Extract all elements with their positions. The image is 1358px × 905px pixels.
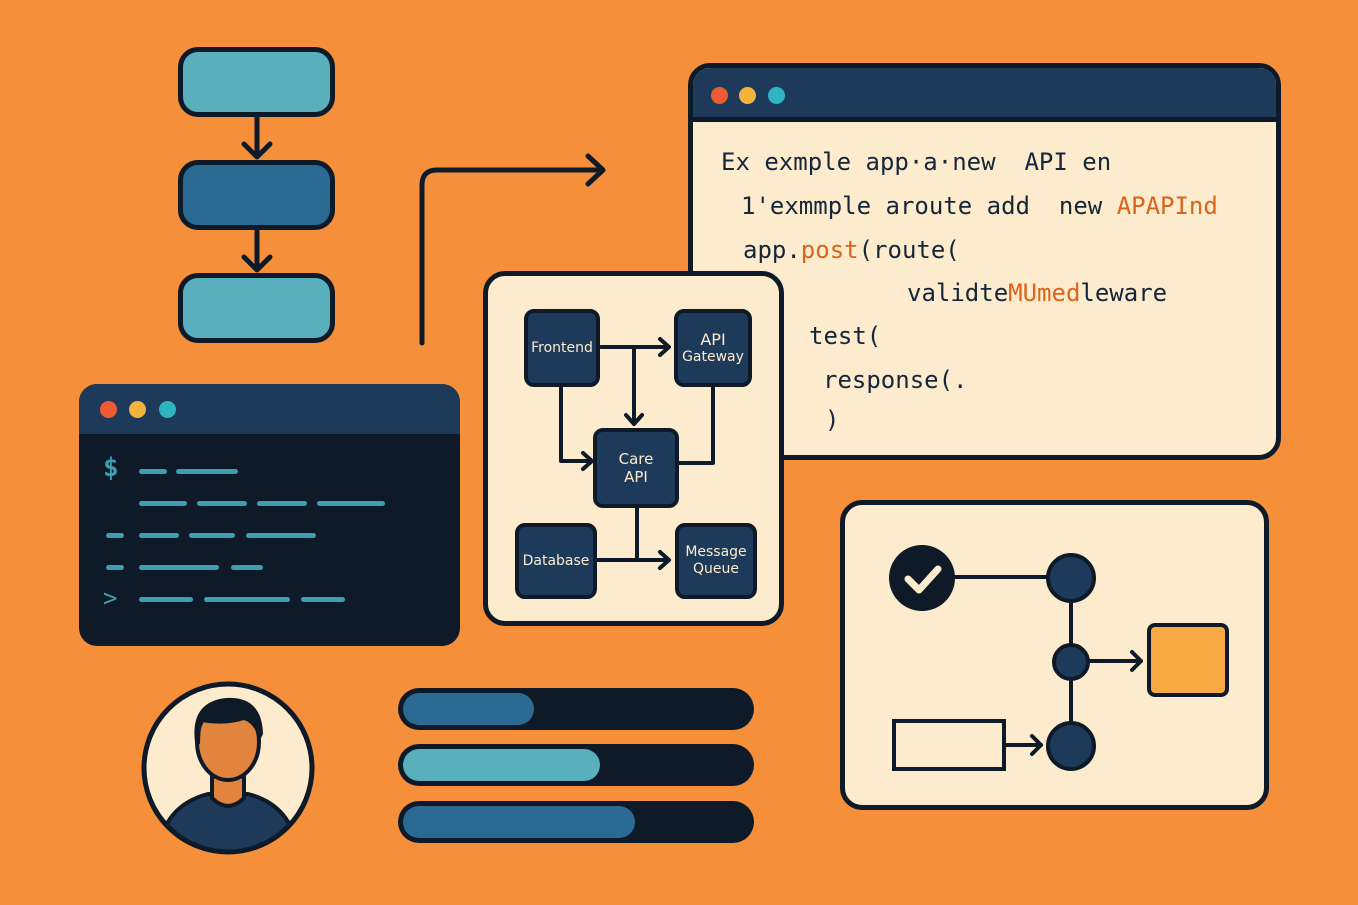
flow-step-3 (178, 273, 335, 343)
code-token: response(. (823, 366, 968, 394)
code-token: app. (743, 236, 801, 264)
code-token: validte (907, 279, 1009, 307)
code-token: Ex exmple app (721, 148, 909, 176)
terminal-text-line (139, 597, 193, 602)
code-token: MUmed (1008, 279, 1081, 307)
terminal-window: $ > (79, 384, 460, 646)
node-core-api[interactable]: Care API (593, 428, 679, 508)
minimize-dot-icon[interactable] (129, 401, 146, 418)
elbow-arrow (419, 167, 603, 346)
node-message-queue[interactable]: Message Queue (675, 523, 757, 599)
node-frontend-label: Frontend (531, 339, 593, 356)
code-line-4: validteMUmedleware (907, 279, 1167, 307)
pipeline-output-box[interactable] (1147, 623, 1229, 697)
progress-bar-2 (398, 744, 754, 786)
terminal-text-line (257, 501, 307, 506)
progress-bar-3 (398, 801, 754, 843)
pipeline-check-node[interactable] (889, 545, 955, 611)
code-token: leware (1080, 279, 1168, 307)
code-token: ·a· (908, 148, 953, 176)
elbow-arrow-head (585, 153, 606, 187)
terminal-text-line (139, 565, 219, 570)
terminal-text-line (106, 565, 124, 570)
code-token: post (800, 236, 859, 264)
pipeline-diagram (840, 500, 1269, 810)
terminal-text-line (139, 501, 187, 506)
code-line-6: response(. (823, 366, 968, 394)
checkmark-icon (904, 565, 942, 594)
maximize-dot-icon[interactable] (159, 401, 176, 418)
terminal-text-line (139, 469, 167, 474)
avatar[interactable] (140, 680, 316, 856)
code-line-1: Ex exmple app·a·new API en (721, 148, 1111, 176)
close-dot-icon[interactable] (100, 401, 117, 418)
maximize-dot-icon[interactable] (768, 87, 785, 104)
progress-fill-2 (403, 749, 600, 781)
terminal-text-line (317, 501, 385, 506)
node-api-gateway-label-line1: API (700, 330, 726, 349)
node-core-api-label-line2: API (624, 468, 648, 486)
code-line-7: ) (825, 406, 839, 434)
close-dot-icon[interactable] (711, 87, 728, 104)
code-line-2: 1'exmmple aroute add new APAPInd (741, 192, 1218, 220)
flow-step-2 (178, 160, 335, 230)
pipeline-node-top[interactable] (1046, 553, 1096, 603)
terminal-text-line (176, 469, 238, 474)
code-token: test( (809, 322, 882, 350)
code-window-titlebar (693, 68, 1276, 122)
terminal-text-line (139, 533, 179, 538)
pipeline-node-bottom[interactable] (1046, 721, 1096, 771)
terminal-cursor-symbol: > (103, 584, 118, 612)
progress-fill-1 (403, 693, 534, 725)
code-line-3: app.post(route( (743, 236, 960, 264)
node-message-queue-label-line2: Queue (693, 561, 739, 577)
code-token: 1'exmmple aroute add new (741, 192, 1117, 220)
node-database-label: Database (522, 552, 590, 569)
code-line-5: test( (809, 322, 881, 350)
code-token: new API en (952, 148, 1112, 176)
terminal-titlebar (79, 384, 460, 434)
avatar-hair (194, 697, 263, 744)
node-message-queue-label-line1: Message (685, 544, 747, 561)
node-core-api-label-line1: Care (618, 450, 654, 468)
node-api-gateway[interactable]: API Gateway (674, 309, 752, 387)
pipeline-node-middle[interactable] (1052, 643, 1090, 681)
node-database[interactable]: Database (515, 523, 597, 599)
terminal-text-line (301, 597, 345, 602)
terminal-text-line (106, 533, 124, 538)
progress-fill-3 (403, 806, 635, 838)
node-api-gateway-label-line2: Gateway (682, 349, 744, 366)
pipeline-input-box[interactable] (892, 719, 1006, 771)
node-frontend[interactable]: Frontend (524, 309, 600, 387)
code-editor-window: Ex exmple app·a·new API en 1'exmmple aro… (688, 63, 1281, 460)
flow-arrows (241, 114, 273, 273)
terminal-text-line (231, 565, 263, 570)
flow-step-1 (178, 47, 335, 117)
terminal-text-line (197, 501, 247, 506)
progress-bar-1 (398, 688, 754, 730)
terminal-text-line (246, 533, 316, 538)
architecture-diagram: Frontend API Gateway Care API Database M… (483, 271, 784, 626)
architecture-connectors (559, 337, 715, 570)
terminal-text-line (189, 533, 235, 538)
code-token: (route( (858, 236, 960, 264)
terminal-prompt-symbol: $ (103, 453, 119, 483)
minimize-dot-icon[interactable] (739, 87, 756, 104)
code-token: APAPInd (1116, 192, 1218, 220)
terminal-text-line (204, 597, 290, 602)
pipeline-graph (889, 545, 1229, 771)
code-token: ) (825, 406, 840, 434)
